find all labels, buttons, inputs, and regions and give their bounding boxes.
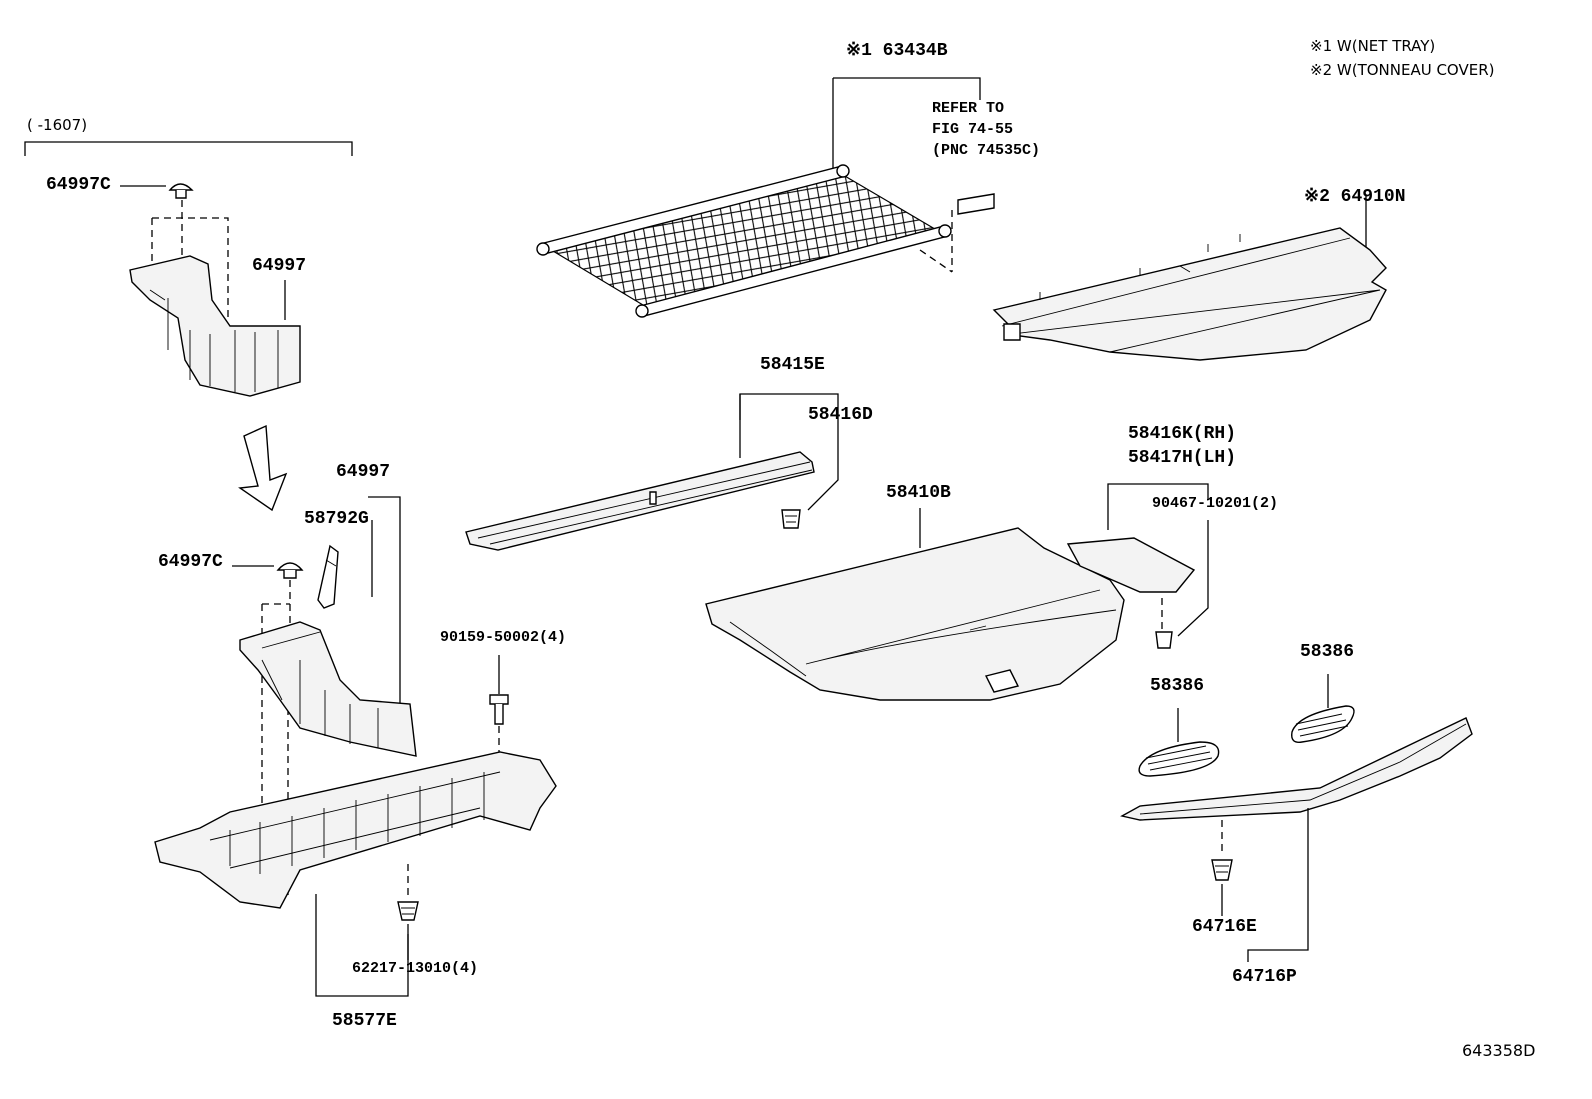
- clip-62217: [397, 864, 419, 960]
- part-label-64910n: ※2 64910N: [1304, 187, 1406, 207]
- date-range: ( -1607): [27, 116, 88, 134]
- pad-58416k: [1066, 483, 1209, 593]
- part-label-58577e: 58577E: [332, 1011, 397, 1031]
- clip-64997c-top: [120, 183, 229, 322]
- vent-58386-a: [1138, 708, 1220, 777]
- part-label-64997c-top: 64997C: [46, 175, 111, 195]
- refer-pad: [919, 193, 995, 273]
- sill-64716p: [1120, 717, 1473, 962]
- part-label-58415e: 58415E: [760, 355, 825, 375]
- refer-line-3: (PNC 74535C): [932, 142, 1041, 159]
- part-label-58410b: 58410B: [886, 483, 951, 503]
- tray-64997-top: [129, 255, 301, 397]
- part-label-63434b: ※1 63434B: [846, 41, 948, 61]
- vent-58386-b: [1291, 674, 1355, 743]
- note-1: ※1 W(NET TRAY): [1310, 37, 1436, 55]
- tray-64997-mid: [239, 621, 417, 757]
- part-label-58386-a: 58386: [1150, 676, 1205, 696]
- refer-line-1: REFER TO: [932, 100, 1005, 117]
- part-label-58386-b: 58386: [1300, 642, 1355, 662]
- part-label-90467: 90467-10201(2): [1152, 495, 1279, 512]
- refer-line-2: FIG 74-55: [932, 121, 1014, 138]
- figure-id: 643358D: [1462, 1041, 1536, 1060]
- part-label-58417h: 58417H(LH): [1128, 448, 1237, 468]
- clip-90467: [1155, 520, 1209, 649]
- net-tray-63434b: [536, 77, 981, 318]
- clip-58416d: [781, 454, 839, 529]
- arrow-down-icon: [238, 424, 288, 512]
- part-label-58416d: 58416D: [808, 405, 873, 425]
- part-label-62217: 62217-13010(4): [352, 960, 479, 977]
- part-label-58416k: 58416K(RH): [1128, 424, 1237, 444]
- clip-64716e: [1211, 820, 1233, 916]
- strap-58792g: [317, 544, 339, 609]
- part-label-64997c-mid: 64997C: [158, 552, 223, 572]
- date-range-bracket: [24, 141, 353, 156]
- tonneau-cover-64910n: [992, 196, 1387, 361]
- trim-58415e: [465, 393, 839, 551]
- note-2: ※2 W(TONNEAU COVER): [1310, 61, 1495, 79]
- bracket-64997-mid: [368, 496, 401, 706]
- board-58410b: [705, 508, 1125, 701]
- part-label-58792g: 58792G: [304, 509, 369, 529]
- part-label-64716e: 64716E: [1192, 917, 1257, 937]
- tray-58577e: [154, 751, 557, 997]
- part-label-64997-mid: 64997: [336, 462, 391, 482]
- part-label-90159: 90159-50002(4): [440, 629, 567, 646]
- part-label-64716p: 64716P: [1232, 967, 1297, 987]
- part-label-64997-top: 64997: [252, 256, 307, 276]
